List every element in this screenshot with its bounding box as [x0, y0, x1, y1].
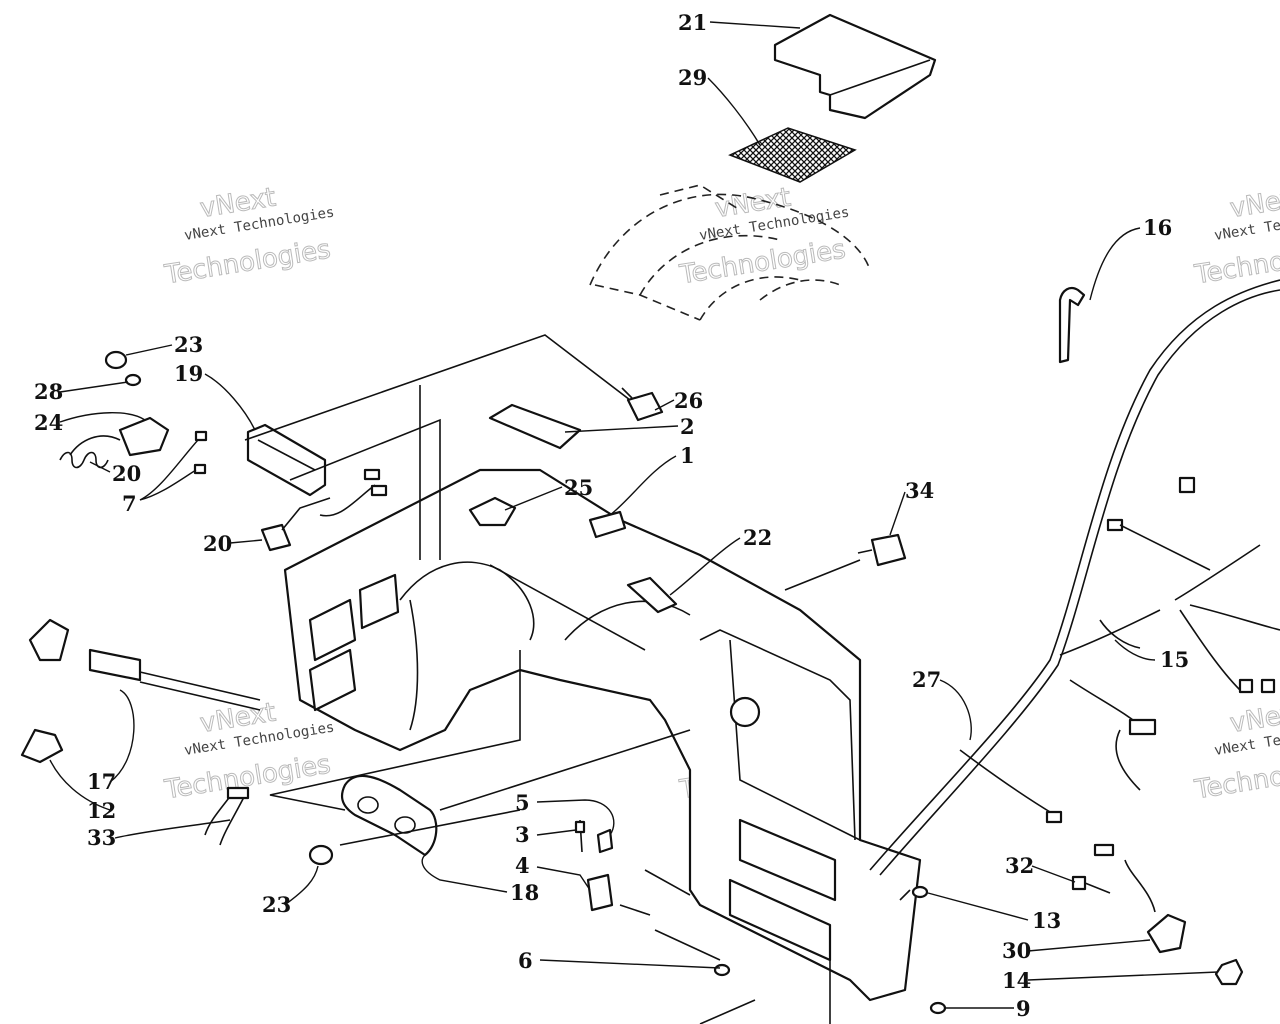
callout-21: 21	[678, 10, 707, 35]
part-32-bolt	[1071, 875, 1111, 894]
callout-24: 24	[34, 410, 63, 435]
part-23-grommet-bottom	[308, 844, 334, 866]
callout-34: 34	[905, 478, 934, 503]
callout-7: 7	[122, 491, 137, 516]
callout-30: 30	[1002, 938, 1031, 963]
callout-19: 19	[174, 361, 203, 386]
assembly-lines	[244, 334, 911, 1024]
part-7-clips	[193, 430, 208, 475]
callout-3: 3	[515, 822, 530, 847]
callout-6: 6	[518, 948, 533, 973]
callout-25: 25	[564, 475, 593, 500]
callout-12: 12	[87, 798, 116, 823]
callout-4: 4	[515, 853, 530, 878]
part-2-decal-plate	[488, 403, 582, 450]
part-3-rivet	[574, 819, 586, 853]
part-28-washer	[124, 373, 142, 387]
part-22-plate	[626, 576, 678, 614]
callout-23: 23	[262, 892, 291, 917]
part-17-handlebar-switch	[28, 618, 261, 711]
callout-13: 13	[1032, 908, 1061, 933]
part-23-grommet-top	[104, 350, 128, 370]
part-29-mesh-screen	[728, 127, 857, 183]
part-6-screw	[713, 963, 731, 977]
callout-26: 26	[674, 388, 703, 413]
callout-18: 18	[510, 880, 539, 905]
part-30-switch-body	[1093, 843, 1187, 954]
part-18-light-lens	[340, 774, 438, 857]
callout-28: 28	[34, 379, 63, 404]
part-16-strap	[1058, 286, 1086, 364]
callout-17: 17	[87, 769, 116, 794]
callout-22: 22	[743, 525, 772, 550]
callout-32: 32	[1005, 853, 1034, 878]
callout-labels: 21 29 16 23 19 28 24 20 7 20 26 2 1 25 3…	[34, 10, 1189, 1021]
callout-27: 27	[912, 667, 941, 692]
callout-16: 16	[1143, 215, 1172, 240]
part-20-plug	[260, 497, 331, 552]
part-33-wire-leads	[204, 786, 250, 846]
leader-lines	[49, 21, 1219, 1009]
callout-33: 33	[87, 825, 116, 850]
part-14-nut	[1214, 958, 1244, 986]
callout-9: 9	[1016, 996, 1031, 1021]
callout-14: 14	[1002, 968, 1031, 993]
part-12-lever	[20, 728, 64, 764]
part-34-toggle-switch	[857, 533, 907, 567]
wire-connectors-top	[319, 468, 388, 517]
callout-20: 20	[112, 461, 141, 486]
callout-2: 2	[680, 414, 695, 439]
part-1-console-body	[283, 468, 922, 1002]
part-5-clip	[596, 828, 614, 854]
part-25-bracket	[468, 496, 517, 527]
callout-15: 15	[1160, 647, 1189, 672]
callout-5: 5	[515, 790, 530, 815]
part-9-washer	[929, 1001, 947, 1015]
phantom-hood-outline	[589, 184, 871, 321]
part-20-coil-spring	[59, 451, 109, 469]
part-19-gauge-bezel	[246, 423, 327, 497]
part-21-manual	[773, 13, 937, 120]
callout-20: 20	[203, 531, 232, 556]
part-13-washer	[911, 885, 929, 899]
part-24-ignition-switch	[69, 416, 170, 457]
callout-29: 29	[678, 65, 707, 90]
part-15-27-wire-harness	[869, 279, 1280, 876]
callout-1: 1	[680, 443, 695, 468]
watermark-technologies: Technologies	[1192, 750, 1280, 806]
watermark-technologies: Technologies	[1192, 235, 1280, 291]
part-26-toggle-switch	[621, 387, 664, 422]
part-4-bracket	[586, 873, 614, 912]
callout-23: 23	[174, 332, 203, 357]
